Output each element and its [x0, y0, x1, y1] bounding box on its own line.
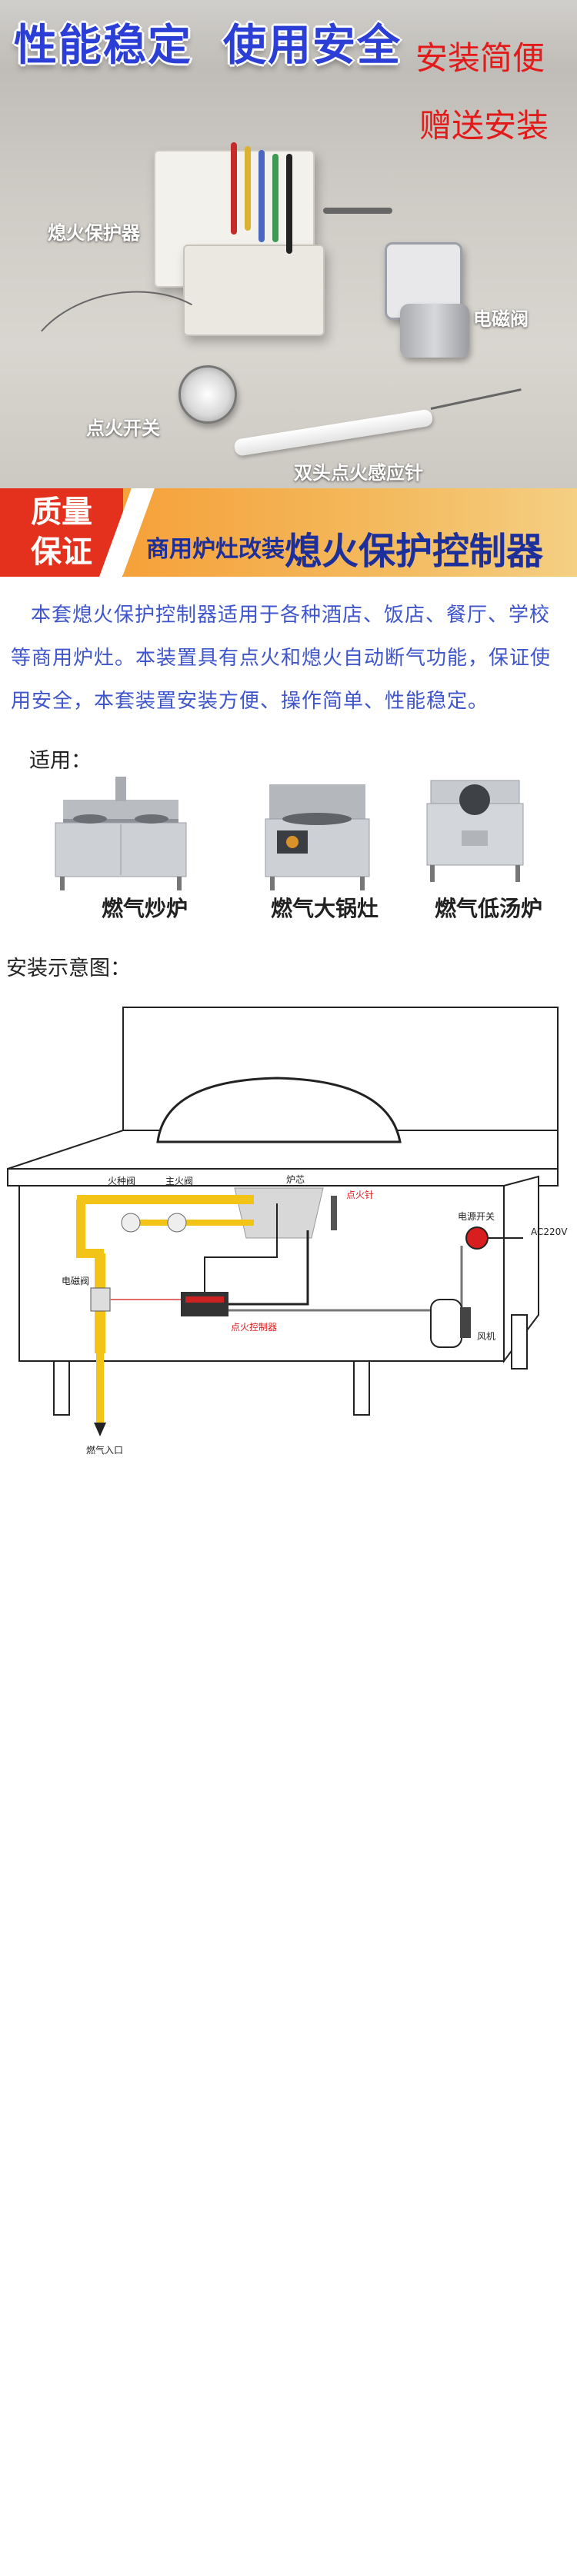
needle-wire — [204, 1203, 278, 1292]
label-controller: 点火控制器 — [231, 1322, 277, 1333]
large-wok-stove-icon — [265, 784, 370, 890]
applicable-label-1: 燃气炒炉 — [102, 896, 188, 921]
gas-pipe-left — [76, 1200, 104, 1258]
ignition-needle-tip — [430, 388, 522, 410]
solenoid-valve — [90, 1287, 111, 1312]
applicable-title: 适用： — [29, 749, 92, 773]
label-pilot-valve: 火种阀 — [108, 1176, 135, 1186]
label-ignition-switch: 点火开关 — [86, 418, 160, 439]
pilot-valve — [121, 1213, 141, 1233]
label-power: AC220V — [531, 1226, 568, 1237]
product-banner: 质量 保证 商用炉灶改装 熄火保护控制器 — [0, 488, 577, 577]
wok-shape — [156, 1077, 402, 1143]
banner-red-badge — [0, 488, 123, 577]
label-fan: 风机 — [477, 1331, 495, 1342]
controller-box-lower-image — [183, 245, 325, 336]
hero-product-photo: 性能稳定 使用安全 安装简便 赠送安装 熄火保护器 电磁阀 点火开关 双头点火感… — [0, 0, 577, 577]
black-wire — [228, 1230, 309, 1306]
label-solenoid: 电磁阀 — [62, 1275, 89, 1286]
low-soup-stove-icon — [426, 780, 524, 882]
ignition-needle-image — [233, 408, 434, 457]
banner-orange-band — [123, 488, 577, 577]
label-main-valve: 主火阀 — [165, 1176, 193, 1186]
ignition-switch-image — [178, 365, 237, 424]
black-wire — [286, 154, 292, 254]
note-easy-install: 安装简便 — [415, 39, 545, 77]
install-diagram-title: 安装示意图： — [6, 957, 131, 980]
label-gas-inlet: 燃气入口 — [86, 1444, 123, 1456]
double-burner-stove-icon — [55, 777, 187, 890]
note-free-install: 赠送安装 — [419, 107, 549, 145]
applicable-label-3: 燃气低汤炉 — [435, 896, 543, 921]
product-description: 本套熄火保护控制器适用于各种酒店、饭店、餐厅、学校等商用炉灶。本装置具有点火和熄… — [11, 604, 552, 713]
stove-leg — [511, 1314, 528, 1370]
power-switch — [465, 1226, 489, 1250]
label-ignition-needle: 点火针 — [346, 1189, 374, 1200]
red-wire — [231, 142, 237, 235]
green-wire — [272, 154, 278, 242]
ignition-controller-label-strip — [185, 1296, 224, 1303]
blue-wire — [258, 150, 265, 242]
quality-badge-line2: 保证 — [31, 534, 92, 570]
stove-leg — [353, 1360, 370, 1416]
label-core: 炉芯 — [286, 1174, 305, 1185]
label-ignition-needle: 双头点火感应针 — [294, 462, 423, 484]
banner-title: 熄火保护控制器 — [285, 530, 544, 573]
stove-leg — [53, 1360, 70, 1416]
stove-front-edge — [7, 1168, 559, 1186]
ignition-controller-box — [181, 1292, 228, 1316]
quality-badge-line1: 质量 — [31, 494, 92, 530]
slogan-stable: 性能稳定 — [13, 20, 192, 72]
label-controller: 熄火保护器 — [48, 222, 140, 244]
gas-inlet-arrow — [94, 1423, 106, 1436]
hero-sky — [0, 0, 577, 69]
fan — [430, 1299, 462, 1348]
ignition-needle — [331, 1196, 337, 1230]
label-solenoid-valve: 电磁阀 — [473, 308, 529, 330]
solenoid-valve-pipe-image — [400, 304, 469, 358]
installation-diagram: 火种阀 主火阀 炉芯 点火针 电源开关 AC220V 电磁阀 点火控制器 风机 … — [7, 1007, 568, 1456]
banner-subtitle: 商用炉灶改装 — [146, 536, 285, 563]
main-valve — [167, 1213, 187, 1233]
label-power-switch: 电源开关 — [458, 1211, 495, 1222]
slogan-safe: 使用安全 — [222, 20, 402, 72]
applicable-label-2: 燃气大锅灶 — [271, 896, 379, 921]
gray-wire — [323, 208, 392, 214]
yellow-wire — [245, 146, 251, 231]
